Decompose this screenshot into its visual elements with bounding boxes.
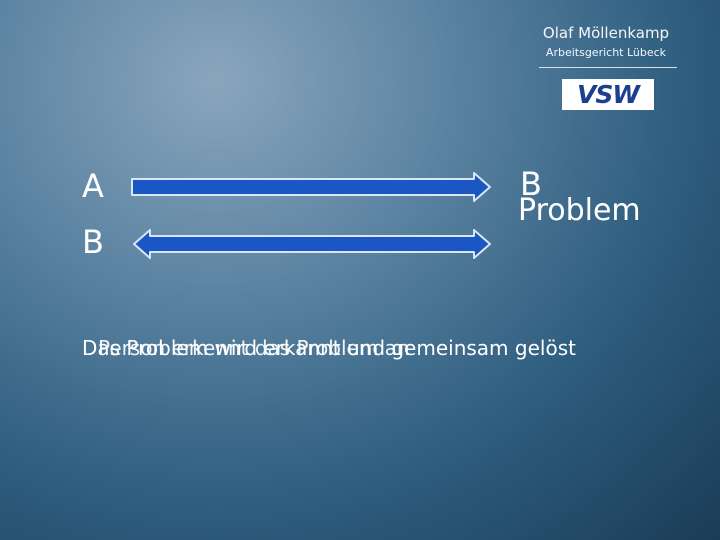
right-arrow: [131, 172, 491, 202]
slide-header: Olaf Möllenkamp Arbeitsgericht Lübeck: [536, 24, 676, 60]
header-divider: [539, 67, 677, 68]
statement-acknowledged: Person erkennt das Problem an: [98, 336, 410, 360]
label-b-left: B: [82, 223, 104, 261]
label-a: A: [82, 167, 104, 205]
double-arrow: [133, 229, 491, 259]
problem-label: Problem: [518, 193, 641, 228]
author-name: Olaf Möllenkamp: [542, 24, 670, 42]
statement-solved: Das Problem wird erkannt und gemeinsam g…: [82, 336, 576, 360]
label-b-right: B: [520, 165, 542, 203]
court-name: Arbeitsgericht Lübeck: [545, 46, 667, 59]
logo-text: VSW: [577, 80, 640, 109]
vsw-logo: VSW: [562, 79, 654, 110]
